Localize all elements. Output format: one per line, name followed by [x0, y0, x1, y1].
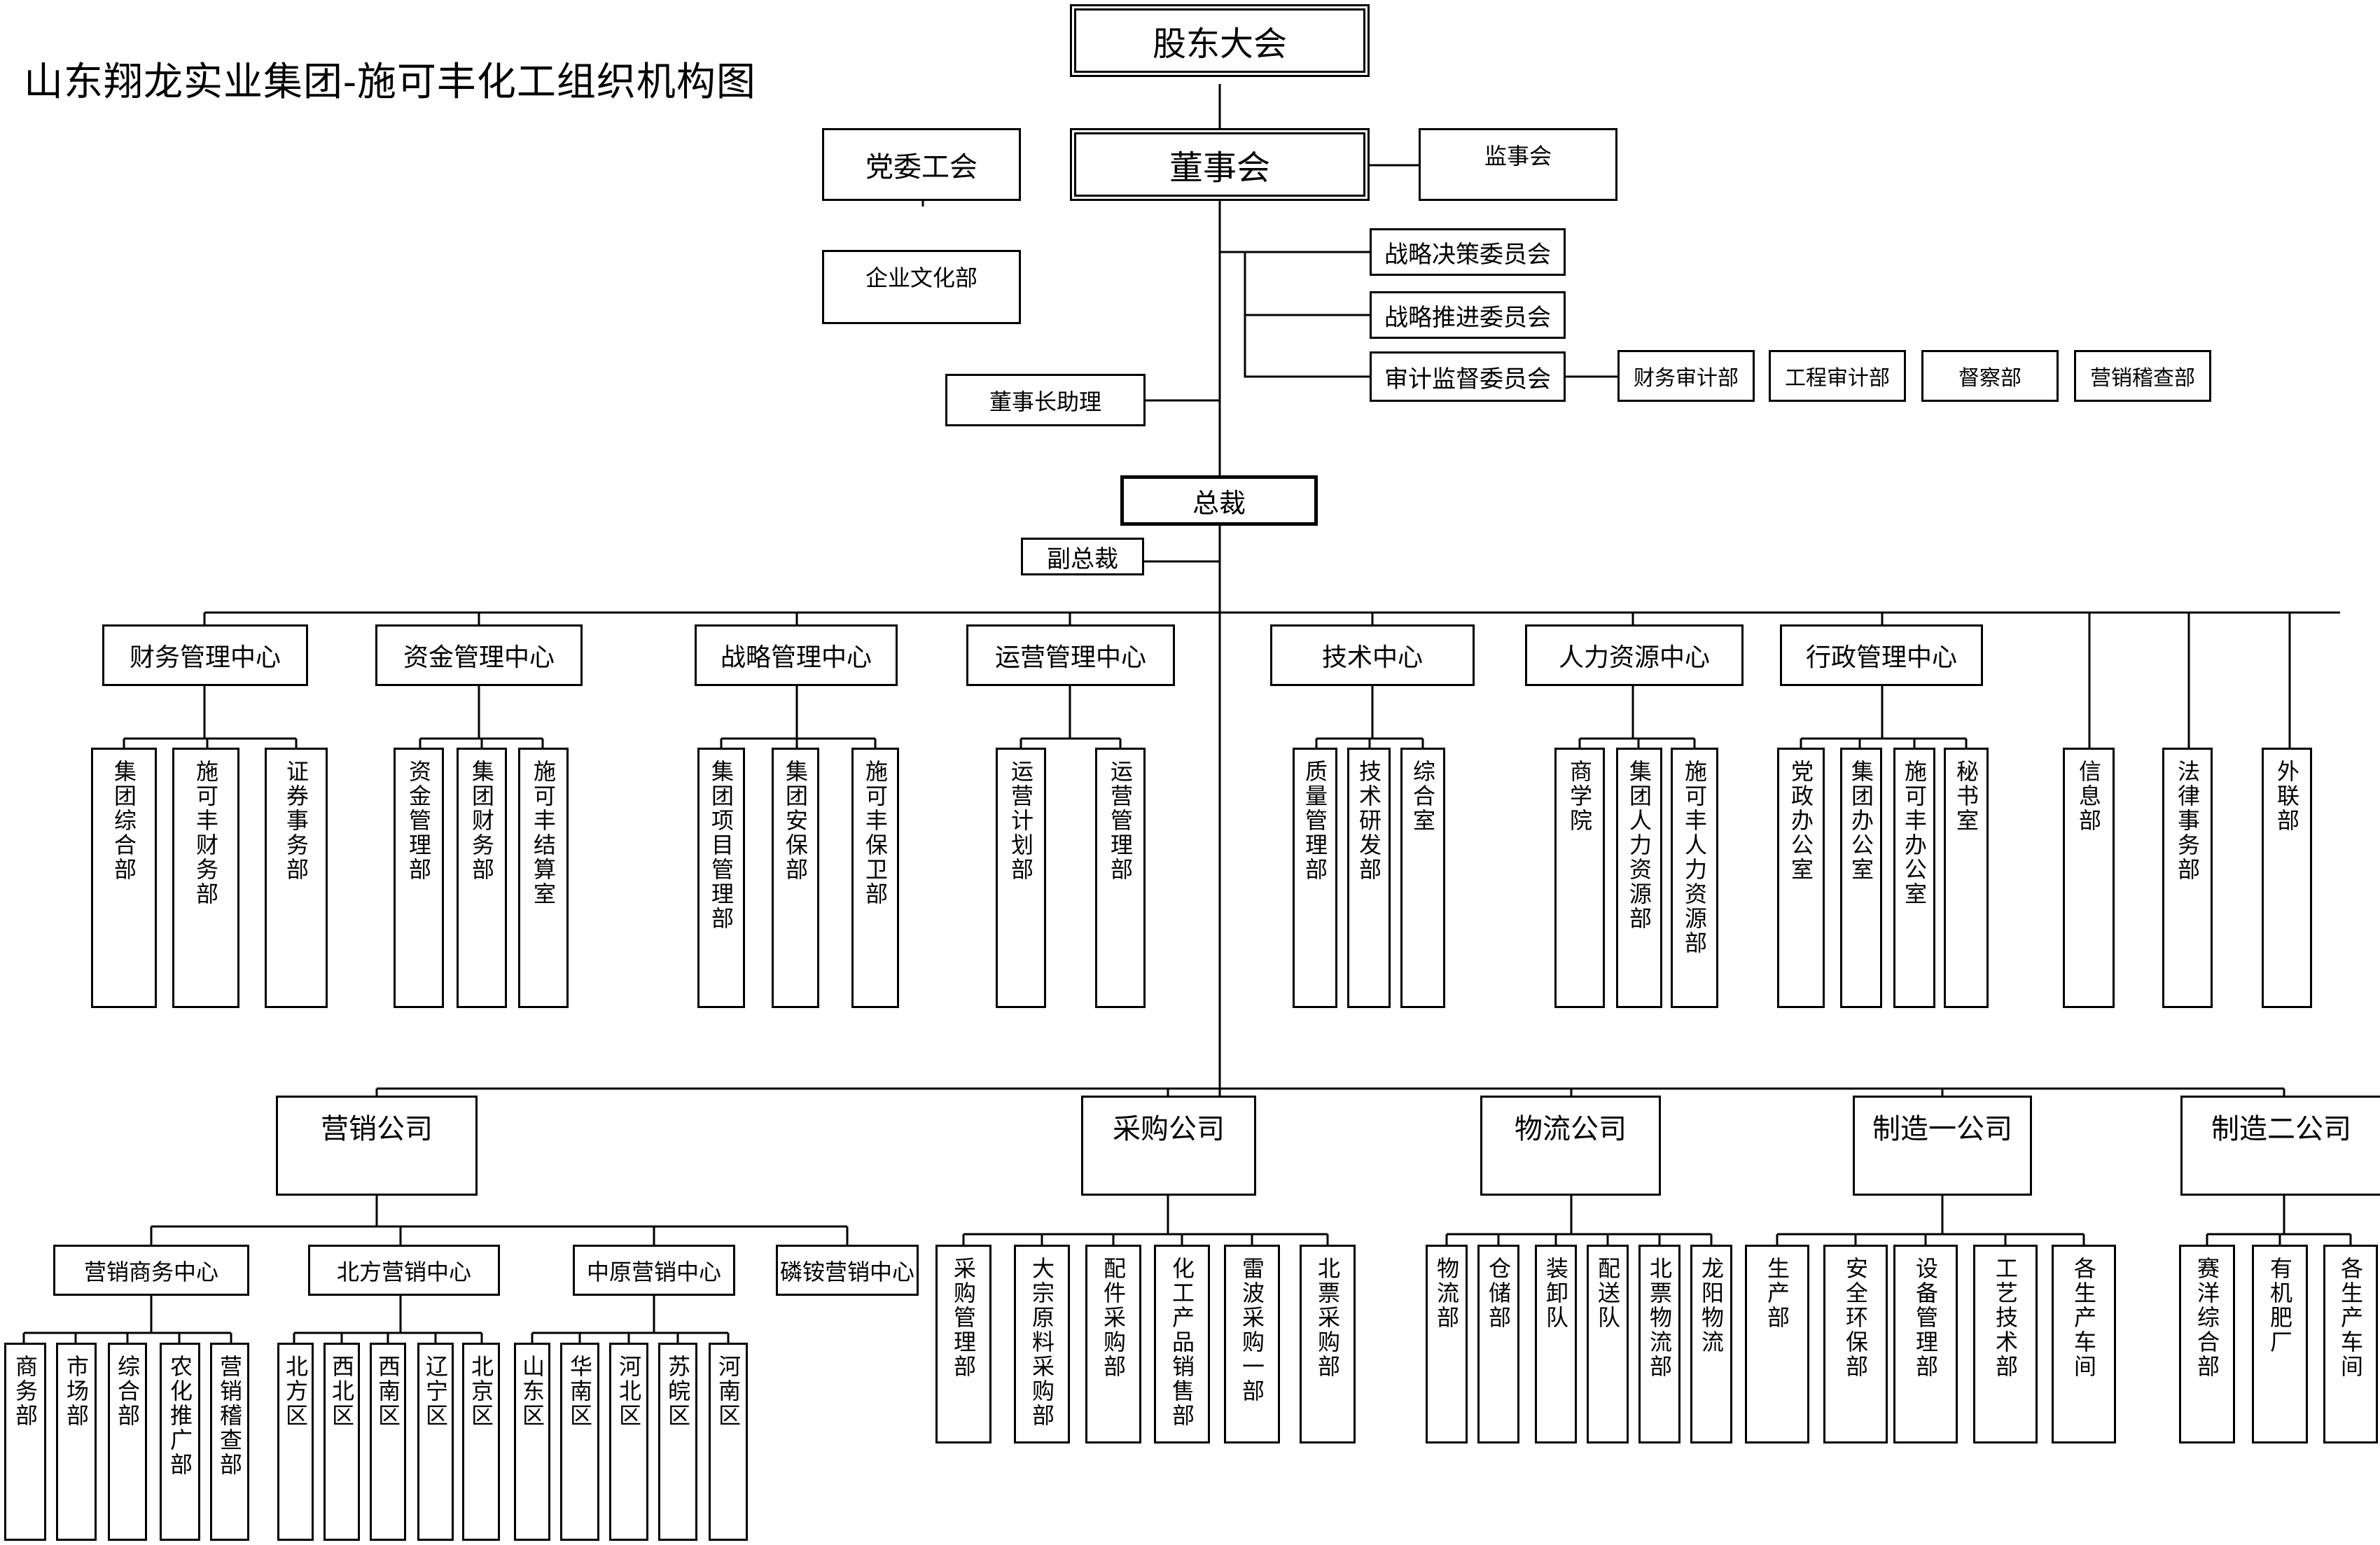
- committee-audit-supervision: 审计监督委员会: [1370, 351, 1566, 402]
- center-3: 运营管理中心: [966, 624, 1175, 686]
- company-3-dept-3: 工艺技术部: [1973, 1245, 2038, 1443]
- company-4-dept-0: 赛洋综合部: [2179, 1245, 2235, 1443]
- marketing-0-dept-4: 营销稽查部: [210, 1343, 249, 1541]
- company-2-dept-5: 龙阳物流: [1690, 1245, 1732, 1443]
- company-1-dept-5: 北票采购部: [1300, 1245, 1356, 1443]
- audit-dept: 工程审计部: [1769, 350, 1906, 402]
- center-5-dept-2: 施可丰人力资源部: [1671, 748, 1718, 1008]
- culture-dept-box: 企业文化部: [822, 250, 1021, 324]
- center-6-dept-2: 施可丰办公室: [1893, 748, 1935, 1008]
- marketing-0-dept-0: 商务部: [4, 1343, 46, 1541]
- marketing-2-dept-4: 河南区: [709, 1343, 748, 1541]
- marketing-0-dept-2: 综合部: [108, 1343, 147, 1541]
- shareholders-box: 股东大会: [1070, 4, 1370, 77]
- company-2-dept-2: 装卸队: [1535, 1245, 1577, 1443]
- company-3-dept-4: 各生产车间: [2052, 1245, 2116, 1443]
- center-0: 财务管理中心: [102, 624, 308, 686]
- party-union-box: 党委工会: [822, 128, 1021, 201]
- marketing-1-dept-2: 西南区: [370, 1343, 406, 1541]
- center-6-dept-0: 党政办公室: [1777, 748, 1825, 1008]
- marketing-2-dept-3: 苏皖区: [658, 1343, 697, 1541]
- center-0-dept-2: 证券事务部: [265, 748, 328, 1008]
- company-2-dept-0: 物流部: [1426, 1245, 1468, 1443]
- center-2: 战略管理中心: [695, 624, 898, 686]
- standalone-dept-1: 法律事务部: [2162, 748, 2213, 1008]
- marketing-0-dept-1: 市场部: [56, 1343, 97, 1541]
- marketing-0-dept-3: 农化推广部: [160, 1343, 200, 1541]
- center-6: 行政管理中心: [1780, 624, 1983, 686]
- audit-dept: 督察部: [1921, 350, 2059, 402]
- marketing-1-dept-3: 辽宁区: [417, 1343, 454, 1541]
- center-2-dept-1: 集团安保部: [772, 748, 819, 1008]
- center-1-dept-1: 集团财务部: [457, 748, 507, 1008]
- company-3-dept-1: 安全环保部: [1823, 1245, 1888, 1443]
- center-5-dept-0: 商学院: [1554, 748, 1605, 1008]
- center-0-dept-1: 施可丰财务部: [172, 748, 239, 1008]
- committee-strategy-decision: 战略决策委员会: [1370, 228, 1566, 276]
- marketing-1-dept-1: 西北区: [323, 1343, 360, 1541]
- company-4: 制造二公司: [2180, 1096, 2380, 1196]
- company-2: 物流公司: [1480, 1096, 1661, 1196]
- chart-title: 山东翔龙实业集团-施可丰化工组织机构图: [24, 60, 756, 105]
- marketing-2-dept-1: 华南区: [560, 1343, 599, 1541]
- supervisory-board-box: 监事会: [1419, 128, 1617, 201]
- audit-dept: 营销稽查部: [2074, 350, 2211, 402]
- marketing-center-0: 营销商务中心: [53, 1245, 249, 1296]
- marketing-center-3: 磷铵营销中心: [776, 1245, 919, 1296]
- company-1-dept-0: 采购管理部: [935, 1245, 991, 1443]
- center-5-dept-1: 集团人力资源部: [1616, 748, 1662, 1008]
- marketing-1-dept-4: 北京区: [462, 1343, 500, 1541]
- center-5: 人力资源中心: [1525, 624, 1744, 686]
- center-2-dept-0: 集团项目管理部: [697, 748, 745, 1008]
- company-1-dept-3: 化工产品销售部: [1154, 1245, 1210, 1443]
- center-4-dept-0: 质量管理部: [1293, 748, 1337, 1008]
- company-0: 营销公司: [276, 1096, 478, 1196]
- company-3-dept-0: 生产部: [1745, 1245, 1809, 1443]
- committee-strategy-promotion: 战略推进委员会: [1370, 291, 1566, 339]
- marketing-center-1: 北方营销中心: [308, 1245, 500, 1296]
- president-box: 总裁: [1120, 475, 1318, 526]
- company-2-dept-4: 北票物流部: [1638, 1245, 1680, 1443]
- company-1-dept-2: 配件采购部: [1085, 1245, 1141, 1443]
- company-3: 制造一公司: [1853, 1096, 2032, 1196]
- company-1-dept-4: 雷波采购一部: [1224, 1245, 1280, 1443]
- company-3-dept-2: 设备管理部: [1893, 1245, 1958, 1443]
- center-0-dept-0: 集团综合部: [91, 748, 157, 1008]
- center-3-dept-1: 运营管理部: [1095, 748, 1146, 1008]
- company-2-dept-1: 仓储部: [1477, 1245, 1519, 1443]
- company-4-dept-1: 有机肥厂: [2252, 1245, 2308, 1443]
- center-3-dept-0: 运营计划部: [996, 748, 1046, 1008]
- board-box: 董事会: [1070, 128, 1370, 201]
- marketing-1-dept-0: 北方区: [277, 1343, 314, 1541]
- company-1: 采购公司: [1081, 1096, 1256, 1196]
- vice-president-box: 副总裁: [1021, 538, 1144, 575]
- standalone-dept-2: 外联部: [2262, 748, 2312, 1008]
- center-4: 技术中心: [1270, 624, 1475, 686]
- company-4-dept-2: 各生产车间: [2323, 1245, 2378, 1443]
- center-1-dept-2: 施可丰结算室: [518, 748, 569, 1008]
- marketing-center-2: 中原营销中心: [573, 1245, 735, 1296]
- center-4-dept-1: 技术研发部: [1347, 748, 1391, 1008]
- marketing-2-dept-2: 河北区: [609, 1343, 648, 1541]
- marketing-2-dept-0: 山东区: [514, 1343, 550, 1541]
- center-6-dept-3: 秘书室: [1944, 748, 1989, 1008]
- center-2-dept-2: 施可丰保卫部: [851, 748, 899, 1008]
- standalone-dept-0: 信息部: [2063, 748, 2115, 1008]
- center-6-dept-1: 集团办公室: [1840, 748, 1882, 1008]
- audit-dept: 财务审计部: [1617, 350, 1755, 402]
- center-1: 资金管理中心: [375, 624, 583, 686]
- company-2-dept-3: 配送队: [1587, 1245, 1629, 1443]
- center-4-dept-2: 综合室: [1400, 748, 1445, 1008]
- center-1-dept-0: 资金管理部: [394, 748, 444, 1008]
- company-1-dept-1: 大宗原料采购部: [1014, 1245, 1070, 1443]
- chairman-assistant-box: 董事长助理: [945, 374, 1146, 426]
